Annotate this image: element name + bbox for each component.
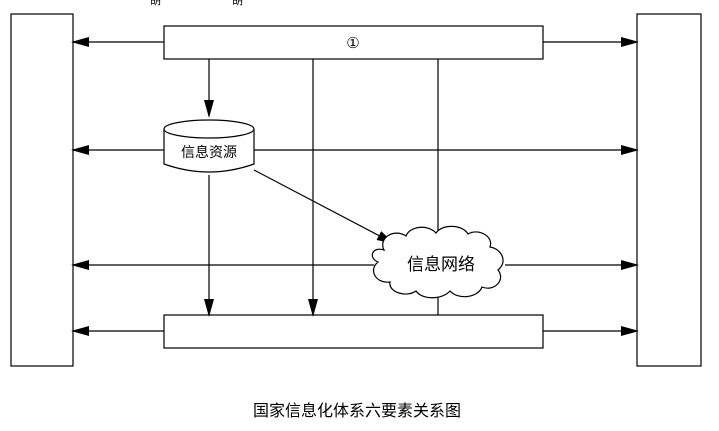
right-column-box [636, 13, 702, 367]
info-resources-cylinder [163, 119, 255, 173]
info-resources-label: 信息资源 [181, 144, 237, 161]
left-column-box [10, 13, 74, 367]
arrow-resources-to-network [253, 169, 395, 244]
bottom-bar-box [163, 314, 544, 349]
info-network-label: 信息网络 [407, 255, 475, 275]
top-bar-label: ① [346, 34, 359, 52]
top-bar-box [163, 25, 544, 60]
top-fragment-left: 胡 [150, 0, 161, 7]
diagram-caption: 国家信息化体系六要素关系图 [253, 401, 461, 420]
top-fragment-right: 胡 [232, 0, 243, 7]
info-network-cloud [371, 225, 504, 299]
